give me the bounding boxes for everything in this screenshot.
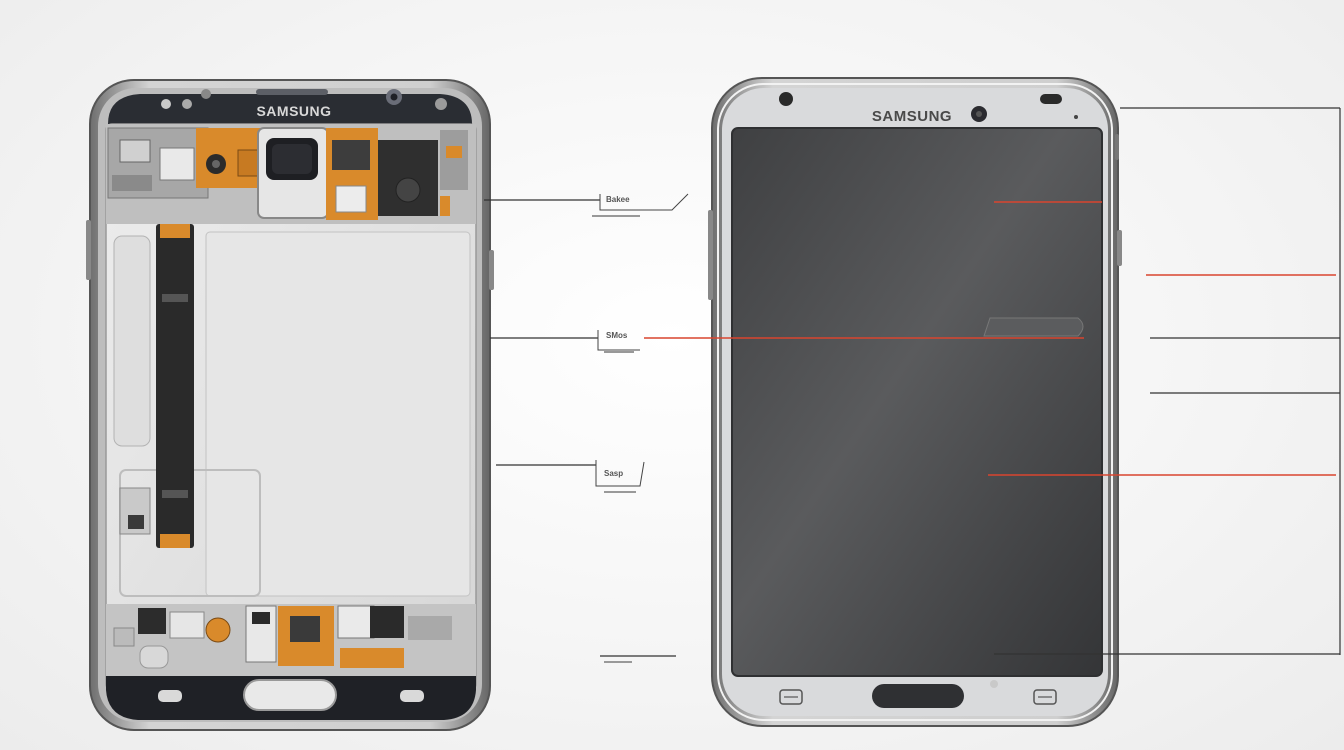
- callout-group-center: Bakee SMos Sasp: [484, 193, 689, 663]
- speaker-grille: [256, 89, 328, 95]
- right-brand-text: SAMSUNG: [872, 108, 952, 125]
- display-flex-ribbon: [156, 224, 194, 548]
- power-button[interactable]: [1117, 230, 1122, 266]
- home-button[interactable]: [872, 684, 964, 708]
- sensor-icon: [201, 89, 211, 99]
- vibration-motor-icon: [205, 617, 231, 643]
- display-screen[interactable]: [731, 127, 1103, 677]
- back-key-icon[interactable]: [1033, 689, 1057, 705]
- sensor-icon: [161, 99, 171, 109]
- recents-key-icon[interactable]: [158, 690, 182, 702]
- callout-group-right: [644, 107, 1341, 655]
- callout-label: Bakee: [606, 195, 630, 204]
- sensor-icon: [779, 92, 793, 106]
- power-button[interactable]: [489, 250, 494, 290]
- earpiece-speaker: [1040, 94, 1062, 104]
- callout-label: Sasp: [604, 469, 623, 478]
- left-phone: SAMSUNG: [86, 79, 494, 731]
- volume-button[interactable]: [708, 210, 713, 300]
- volume-button[interactable]: [86, 220, 91, 280]
- sensor-icon: [182, 99, 192, 109]
- callout-label: SMos: [606, 331, 628, 340]
- back-key-icon[interactable]: [400, 690, 424, 702]
- recents-key-icon[interactable]: [779, 689, 803, 705]
- right-phone: SAMSUNG: [708, 77, 1122, 727]
- home-button[interactable]: [243, 679, 337, 711]
- left-brand-text: SAMSUNG: [256, 103, 331, 119]
- battery-cavity: [205, 231, 471, 597]
- sensor-icon: [435, 98, 447, 110]
- left-phone-top-bezel: [108, 94, 472, 124]
